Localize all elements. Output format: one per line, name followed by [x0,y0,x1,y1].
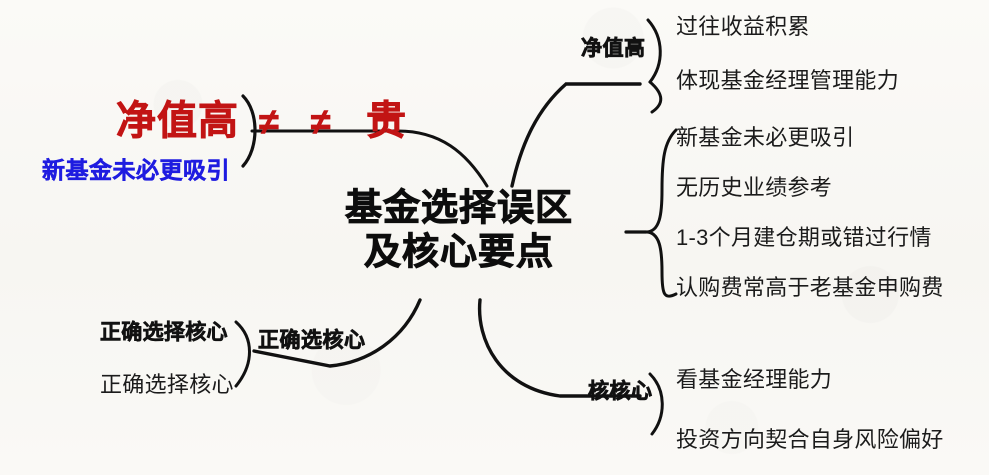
callout-new-fund-note: 新基金未必更吸引 [42,157,230,183]
leaf-core-1: 看基金经理能力 [676,367,833,392]
leaf-left-core-2: 正确选择核心 [100,372,234,397]
brace-newfund-upper [644,128,678,234]
leaf-net-value-1: 过往收益积累 [676,14,810,39]
not-equal-symbols: ≠ ≠ [259,101,342,142]
brace-netvalue-lower [648,80,663,114]
leaf-new-fund-1: 新基金未必更吸引 [676,125,855,150]
callout-expensive: 贵 [366,99,407,143]
leaf-new-fund-4: 认购费常高于老基金申购费 [676,275,944,300]
center-title: 基金选择误区 及核心要点 [345,186,573,273]
leaf-core-2: 投资方向契合自身风险偏好 [676,427,944,452]
branch-label-core: 核核心 [588,380,653,403]
center-title-line-2: 及核心要点 [364,230,554,272]
branch-label-net-value: 净值高 [581,37,646,60]
leaf-net-value-2: 体现基金经理管理能力 [676,68,900,93]
leaf-new-fund-2: 无历史业绩参考 [676,175,833,200]
leaf-new-fund-3: 1-3个月建仓期或错过行情 [676,225,932,250]
brace-newfund-lower [644,230,678,298]
center-title-line-1: 基金选择误区 [345,187,573,229]
brace-netvalue [646,18,662,84]
callout-net-value-high: 净值高 [116,99,239,143]
link-center-to-netvalue [510,82,642,188]
branch-label-left-core: 正确选核心 [258,329,366,352]
leaf-left-core-1: 正确选择核心 [100,321,228,344]
brace-leftcore [234,320,251,388]
